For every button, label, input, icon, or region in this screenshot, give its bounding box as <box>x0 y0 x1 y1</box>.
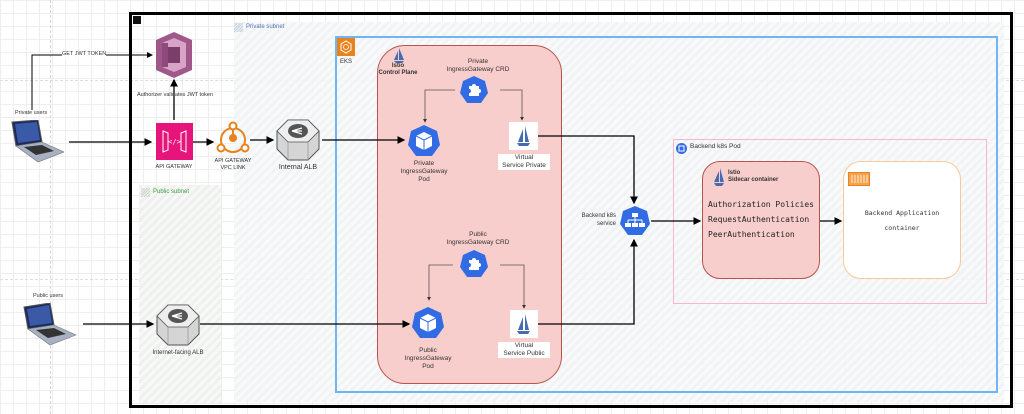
private-pod-label-1: Private <box>413 160 435 167</box>
istio-sail-icon <box>713 168 725 193</box>
public-pod-label-1: Public <box>419 347 437 354</box>
vs-private-label-1: Virtual <box>498 154 550 163</box>
container-icon <box>848 172 870 191</box>
public-subnet-icon <box>141 188 150 197</box>
k8s-pod-icon[interactable] <box>411 306 445 345</box>
load-balancer-icon[interactable] <box>155 303 201 352</box>
k8s-crd-icon[interactable] <box>459 249 489 284</box>
vpc-link-label-1: API GATEWAY <box>214 158 252 164</box>
private-subnet-icon <box>234 23 243 32</box>
aws-cloud-icon <box>132 15 142 25</box>
internet-alb-label: Internet-facing ALB <box>152 350 204 356</box>
istio-sail-icon <box>393 48 405 69</box>
policy-authorization: Authorization Policies <box>708 200 814 209</box>
private-crd-label-2: IngressGateway CRD <box>446 66 510 73</box>
cognito-label: Authorizer validates JWT token <box>136 92 213 98</box>
public-pod-label-3: Pod <box>422 363 434 370</box>
cognito-icon[interactable] <box>154 32 194 83</box>
jwt-token-edge-label: GET JWT TOKEN <box>62 51 107 58</box>
k8s-pod-icon[interactable] <box>407 124 441 163</box>
k8s-pod-icon <box>676 141 687 159</box>
sidecar-label-2: Sidecar container <box>728 177 779 183</box>
public-subnet-label: Public subnet <box>153 189 190 195</box>
private-pod-label-3: Pod <box>418 176 430 183</box>
laptop-icon[interactable] <box>8 119 65 171</box>
public-users-label: Public users <box>33 293 63 299</box>
vpc-link-label-2: VPC LINK <box>220 165 246 171</box>
vs-public-label-2: Service Public <box>498 350 550 359</box>
public-subnet-area <box>139 185 221 403</box>
istio-cp-label-1: Istio <box>391 63 405 69</box>
policy-peer-authentication: PeerAuthentication <box>708 230 795 239</box>
policy-request-authentication: RequestAuthentication <box>708 215 810 224</box>
api-gateway-label: API GATEWAY <box>155 164 193 170</box>
public-pod-label-2: IngressGateway <box>404 355 452 362</box>
k8s-service-icon[interactable] <box>619 205 651 242</box>
private-pod-label-2: IngressGateway <box>400 168 448 175</box>
istio-virtual-service-icon[interactable] <box>510 310 538 338</box>
backend-service-label-1: Backend k8s <box>581 213 616 219</box>
app-container-label-1: Backend Application <box>864 209 940 217</box>
app-container-label-2: container <box>884 224 920 232</box>
private-crd-label-1: Private <box>467 58 489 65</box>
svg-text:</>: </> <box>168 138 181 146</box>
load-balancer-icon[interactable] <box>275 118 321 167</box>
api-gateway-icon[interactable]: </> <box>156 123 193 160</box>
vs-private-label-2: Service Private <box>498 162 550 171</box>
private-users-label: Private users <box>15 110 48 116</box>
laptop-icon[interactable] <box>22 302 78 354</box>
sidecar-label-1: Istio <box>728 170 741 176</box>
istio-cp-label-2: Control Plane <box>378 70 418 76</box>
eks-icon <box>337 38 355 56</box>
istio-virtual-service-icon[interactable] <box>509 122 538 150</box>
aws-cloud-boundary <box>129 12 1013 408</box>
eks-label: EKS <box>340 59 353 65</box>
vpc-link-icon[interactable] <box>215 120 251 161</box>
guide-line <box>50 0 51 414</box>
eks-cluster-boundary <box>335 36 998 393</box>
private-subnet-label: Private subnet <box>246 24 285 30</box>
backend-pod-label: Backend k8s Pod <box>690 143 741 150</box>
backend-service-label-2: service <box>596 221 616 227</box>
vs-public-label-1: Virtual <box>498 342 550 351</box>
public-crd-label-2: IngressGateway CRD <box>446 239 510 246</box>
internal-alb-label: Internal ALB <box>278 164 318 171</box>
k8s-crd-icon[interactable] <box>459 75 489 110</box>
public-crd-label-1: Public <box>469 231 487 238</box>
